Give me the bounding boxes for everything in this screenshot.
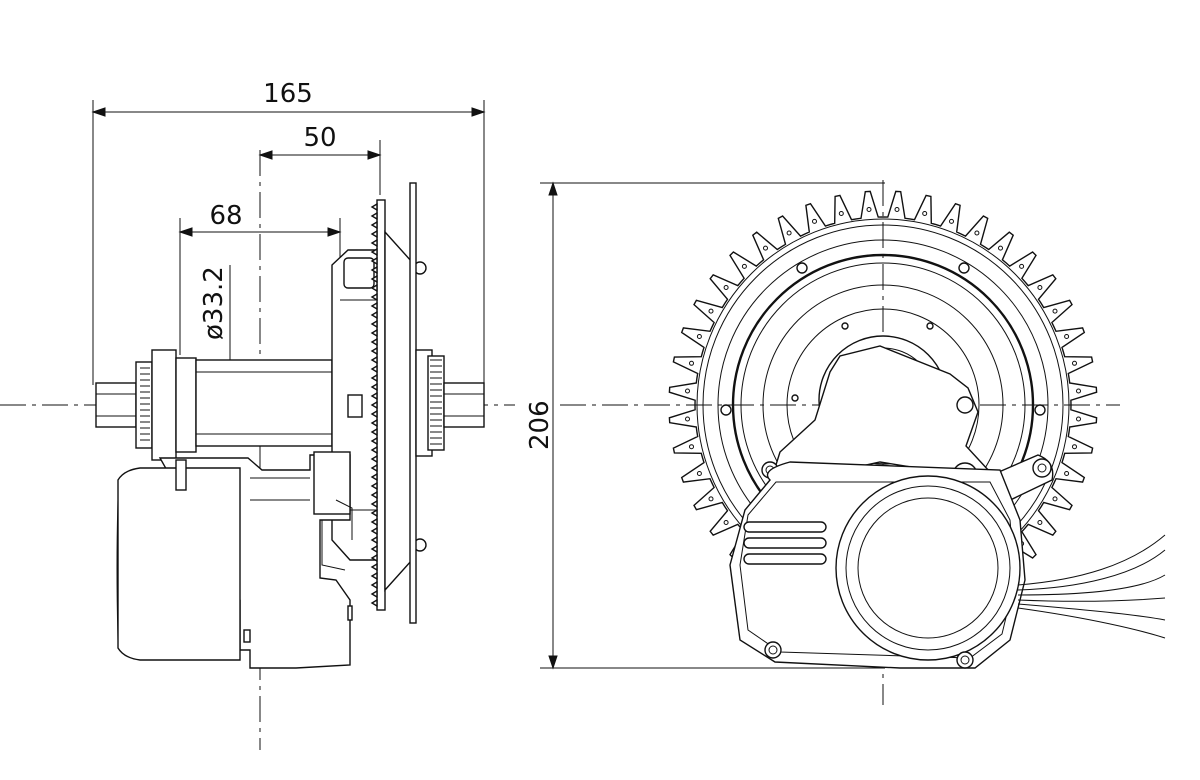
chainring-side-tooth <box>370 382 378 392</box>
chainring-side-tooth <box>370 211 378 221</box>
chainring-side-tooth <box>370 346 378 356</box>
left-spindle <box>95 382 137 428</box>
bb-shell <box>195 359 333 447</box>
chainring-tooth-root <box>689 444 694 450</box>
chainring-tooth-root <box>1037 285 1043 290</box>
chainring-side-tooth <box>370 319 378 329</box>
chainring-tooth-root <box>696 471 702 476</box>
chainring-tooth-root <box>1064 334 1070 339</box>
chainring-tooth-root <box>838 211 844 216</box>
dimension-165: 165 <box>91 79 486 385</box>
motor-body-side <box>116 459 241 661</box>
chainring-side-tooth <box>370 229 378 239</box>
chainring-side-tooth <box>370 355 378 365</box>
chainring-side-tooth <box>370 544 378 554</box>
chainring-tooth-root <box>974 230 980 236</box>
chainring-side-tooth <box>370 274 378 284</box>
chainring-side-tooth <box>370 292 378 302</box>
motor-housing-front <box>729 461 1026 669</box>
dimension-206: 206 <box>525 181 885 670</box>
dimension-68: 68 <box>178 201 342 355</box>
chainring-side-tooth <box>370 238 378 248</box>
chainring-tooth-root <box>949 218 954 224</box>
chainring-side-tooth <box>370 256 378 266</box>
dimension-diameter-label: ø33.2 <box>199 266 229 340</box>
chainring-tooth-root <box>998 245 1003 251</box>
chainring-side-tooth <box>370 535 378 545</box>
chainring-side-tooth <box>370 463 378 473</box>
chainring-tooth-root <box>708 496 714 502</box>
chainring-tooth-root <box>1052 308 1058 314</box>
chainring-tooth-root <box>723 520 729 525</box>
chainring-side-tooth <box>370 373 378 383</box>
chainring-tooth-root <box>894 207 900 212</box>
chainring-tooth-root <box>812 218 817 224</box>
chainring-tooth-root <box>1037 520 1043 525</box>
chainring-side-tooth <box>370 553 378 563</box>
chainring-tooth-root <box>685 416 690 422</box>
chainring-tooth-root <box>922 211 928 216</box>
dimension-68-label: 68 <box>209 201 242 231</box>
dimension-50-label: 50 <box>303 123 336 153</box>
chainring-side-tooth <box>370 598 378 608</box>
chainring-side-tooth <box>370 283 378 293</box>
chainring-tooth-root <box>1076 388 1081 394</box>
chainring-side-tooth <box>370 517 378 527</box>
chainring-side-tooth <box>370 499 378 509</box>
chainring-tooth-root <box>1076 416 1081 422</box>
chainring-side-tooth <box>370 409 378 419</box>
front-view: 206 <box>525 180 1166 705</box>
chainring-side <box>370 199 386 611</box>
chainring-side-tooth <box>370 220 378 230</box>
chainring-tooth-root <box>696 334 702 339</box>
chainring-tooth-root <box>685 388 690 394</box>
chainring-side-tooth <box>370 301 378 311</box>
chainring-side-tooth <box>370 589 378 599</box>
chainring-side-tooth <box>370 364 378 374</box>
dimension-206-label: 206 <box>525 400 555 450</box>
chainring-side-tooth <box>370 454 378 464</box>
chainring-side-tooth <box>370 526 378 536</box>
chainring-tooth-root <box>708 308 714 314</box>
chainring-side-tooth <box>370 310 378 320</box>
chainring-tooth-root <box>866 207 872 212</box>
chainring-tooth-root <box>689 360 694 366</box>
chainring-side-tooth <box>370 481 378 491</box>
chainring-side-tooth <box>370 508 378 518</box>
chainring-side-tooth <box>370 328 378 338</box>
chainring-tooth-root <box>1064 471 1070 476</box>
chainring-tooth-root <box>741 263 747 269</box>
dimension-165-label: 165 <box>263 79 313 109</box>
right-bearing-cup <box>415 349 445 457</box>
chainring-tooth-root <box>1052 496 1058 502</box>
chainring-tooth-root <box>1072 360 1077 366</box>
chainring-side-tooth <box>370 391 378 401</box>
dimension-50: 50 <box>258 123 382 195</box>
chainring-side-tooth <box>370 265 378 275</box>
chainring-side-tooth <box>370 562 378 572</box>
chainring-side-tooth <box>370 427 378 437</box>
chainring-tooth-root <box>786 230 792 236</box>
chainring-side-tooth <box>370 436 378 446</box>
chainring-side-tooth <box>370 337 378 347</box>
chainring-side-tooth <box>370 472 378 482</box>
chainring-tooth-root <box>1072 444 1077 450</box>
chainring-tooth-root <box>763 245 768 251</box>
right-spindle <box>443 382 485 428</box>
cable-bundle <box>1017 534 1166 639</box>
chainring-side-tooth <box>370 490 378 500</box>
side-view: 165 50 68 ø33.2 <box>0 79 515 750</box>
chainring-side-tooth <box>370 400 378 410</box>
chainring-tooth-root <box>723 285 729 290</box>
chainring-side-tooth <box>370 202 378 212</box>
left-bearing-cup <box>135 349 197 461</box>
chainring-tooth-root <box>1019 263 1025 269</box>
chainring-side-tooth <box>370 580 378 590</box>
chainring-side-tooth <box>370 571 378 581</box>
chainring-side-tooth <box>370 418 378 428</box>
chainring-side-tooth <box>370 247 378 257</box>
chain-guard-disc <box>409 182 417 624</box>
chainring-side-tooth <box>370 445 378 455</box>
